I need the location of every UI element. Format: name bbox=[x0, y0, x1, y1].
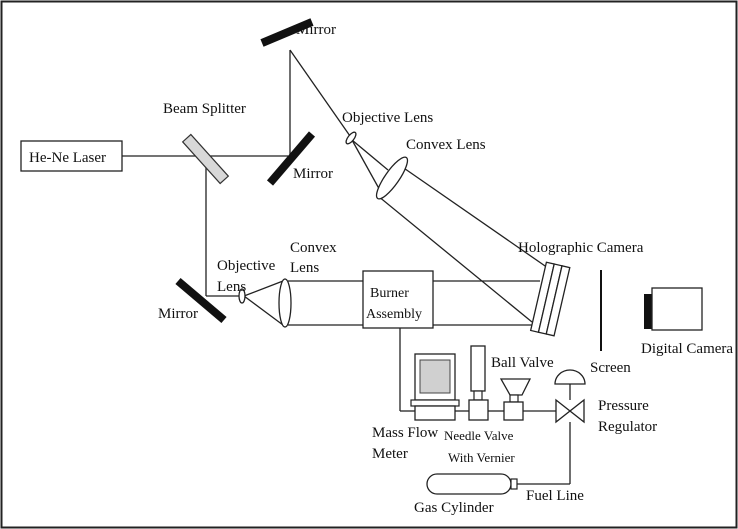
ball-valve-body bbox=[503, 401, 524, 421]
gas-cylinder-valve bbox=[510, 478, 518, 490]
beam-splitter-label: Beam Splitter bbox=[163, 101, 246, 117]
reference-beam-upper bbox=[397, 163, 549, 269]
gas-cylinder bbox=[426, 473, 518, 495]
pressure-regulator-label-2: Regulator bbox=[598, 419, 657, 435]
digital-camera bbox=[644, 287, 703, 331]
screen-label: Screen bbox=[590, 360, 631, 376]
mirror-mid-label: Mirror bbox=[293, 166, 333, 182]
mass-flow-meter-label-2: Meter bbox=[372, 446, 408, 462]
burner-assembly-label-2: Assembly bbox=[366, 307, 422, 322]
mirror-left bbox=[175, 277, 227, 324]
object-beam-expand-lower bbox=[351, 139, 383, 195]
mfm-body bbox=[414, 405, 456, 421]
beam-splitter-plate bbox=[181, 133, 230, 185]
fuel-line-label: Fuel Line bbox=[526, 488, 584, 504]
convex-lens-bottom-label-1: Convex bbox=[290, 240, 337, 256]
convex-lens-top-label: Convex Lens bbox=[406, 137, 486, 153]
mirror-mid bbox=[266, 131, 316, 186]
gas-cylinder-label: Gas Cylinder bbox=[414, 500, 494, 516]
mirror-top bbox=[260, 18, 314, 47]
ball-valve bbox=[499, 378, 532, 421]
needle-valve-vernier bbox=[470, 345, 486, 392]
convex-lens-top bbox=[375, 156, 409, 200]
regulator-valve-symbol bbox=[555, 398, 585, 424]
needle-valve-label-1: Needle Valve bbox=[444, 428, 514, 443]
needle-valve-body bbox=[468, 399, 489, 421]
gas-cylinder-body bbox=[426, 473, 512, 495]
burner-assembly-label-1: Burner bbox=[370, 286, 409, 301]
mirror-top-label: Mirror bbox=[296, 22, 336, 38]
holographic-camera bbox=[529, 261, 571, 337]
ball-valve-handle bbox=[499, 378, 532, 396]
objective-lens-top bbox=[345, 131, 357, 145]
convex-lens-bottom-label-2: Lens bbox=[290, 260, 319, 276]
bottom-beam-expand-upper bbox=[243, 280, 284, 297]
objective-lens-bottom bbox=[238, 288, 246, 304]
holographic-plate-3 bbox=[545, 265, 571, 337]
objective-lens-top-label: Objective Lens bbox=[342, 110, 433, 126]
mfm-display-screen bbox=[419, 359, 451, 394]
pressure-regulator bbox=[554, 369, 586, 424]
digital-camera-label: Digital Camera bbox=[641, 341, 733, 357]
mirror-left-label: Mirror bbox=[158, 306, 198, 322]
bottom-beam-expand-lower bbox=[243, 295, 284, 326]
object-beam-expand-upper bbox=[351, 139, 389, 171]
digital-camera-body bbox=[651, 287, 703, 331]
ball-valve-stem bbox=[509, 394, 519, 403]
mass-flow-meter bbox=[410, 353, 460, 421]
he-ne-laser-box bbox=[20, 140, 123, 172]
holographic-camera-label: Holographic Camera bbox=[518, 240, 644, 256]
mass-flow-meter-label-1: Mass Flow bbox=[372, 425, 438, 441]
regulator-dome bbox=[554, 369, 586, 385]
objective-lens-bottom-label-2: Lens bbox=[217, 279, 246, 295]
ball-valve-label: Ball Valve bbox=[491, 355, 554, 371]
gas-supply-lines bbox=[399, 328, 571, 485]
pressure-regulator-label-1: Pressure bbox=[598, 398, 649, 414]
he-ne-laser-label: He-Ne Laser bbox=[29, 150, 106, 166]
burner-assembly-box bbox=[362, 270, 434, 329]
mirror-top-to-objective-beam bbox=[289, 49, 351, 137]
needle-valve-stem bbox=[473, 390, 483, 401]
needle-valve-label-2: With Vernier bbox=[448, 450, 515, 465]
reference-beam-lower bbox=[377, 195, 533, 323]
needle-valve bbox=[468, 345, 489, 421]
objective-lens-bottom-label-1: Objective bbox=[217, 258, 276, 274]
mfm-base-plate bbox=[410, 399, 460, 407]
convex-lens-bottom bbox=[278, 278, 292, 328]
